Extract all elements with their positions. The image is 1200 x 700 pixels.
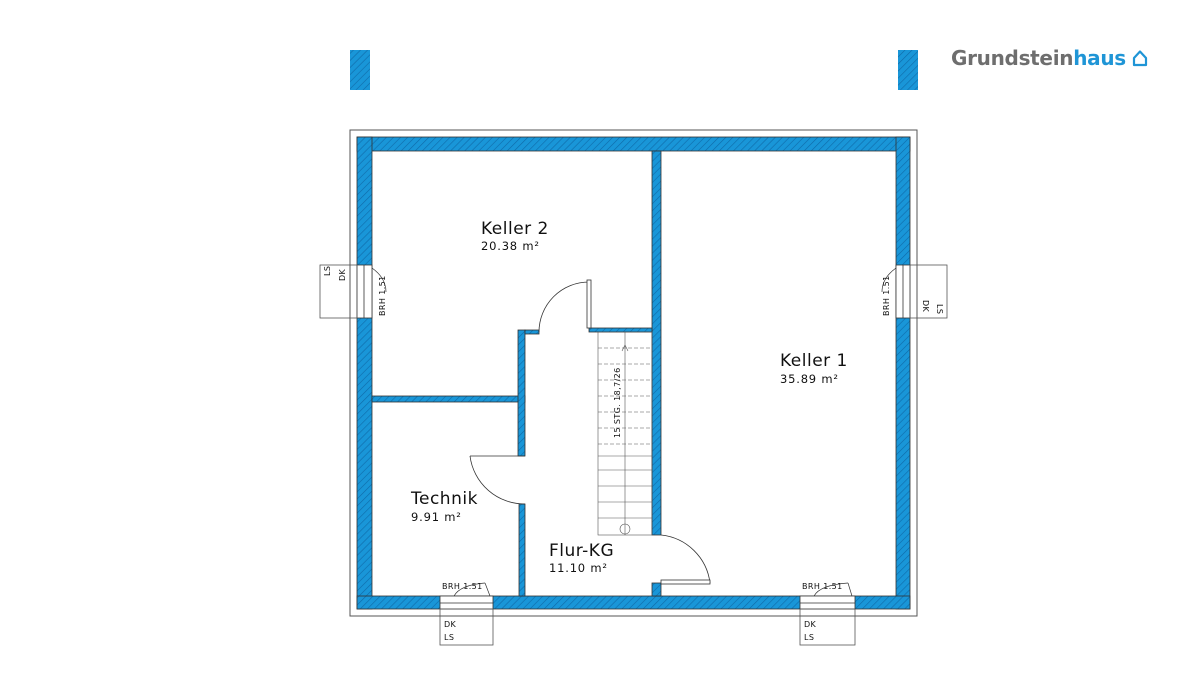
outer-outline [349, 129, 918, 617]
room-area-keller-1: 35.89 m² [780, 372, 839, 386]
window-openings [356, 264, 911, 610]
window-bottom-left-dk: DK [444, 620, 457, 629]
brand-name-part2: haus [1073, 46, 1126, 70]
brand-name-part1: Grundstein [951, 46, 1074, 70]
window-bottom-right-dk: DK [804, 620, 817, 629]
room-name-keller-2: Keller 2 [481, 219, 549, 239]
exterior-walls [356, 136, 911, 610]
window-left-ls: LS [323, 266, 332, 276]
window-left-dk: DK [338, 268, 347, 281]
corner-marker-right [898, 50, 918, 90]
room-name-flur-kg: Flur-KG [549, 541, 614, 561]
window-right-ls: LS [935, 304, 944, 314]
house-outline-icon [1132, 50, 1147, 67]
window-bottom-left-ls: LS [444, 633, 454, 642]
window-bottom-right-ls: LS [804, 633, 814, 642]
room-name-technik: Technik [410, 489, 478, 509]
light-wells [319, 264, 948, 646]
window-sash-arcs [371, 267, 897, 597]
room-area-flur-kg: 11.10 m² [549, 561, 608, 575]
room-name-keller-1: Keller 1 [780, 351, 848, 371]
window-right-brh: BRH 1.51 [882, 275, 891, 316]
stair-label: 15 STG. 18,7/26 [613, 367, 622, 438]
room-area-keller-2: 20.38 m² [481, 239, 540, 253]
doors [469, 279, 711, 585]
window-right-dk: DK [921, 300, 930, 313]
room-area-technik: 9.91 m² [411, 510, 462, 524]
brand-logo: Grundsteinhaus [951, 46, 1148, 70]
window-left-brh: BRH 1.51 [378, 275, 387, 316]
window-bottom-left-brh: BRH 1.51 [442, 582, 483, 591]
corner-marker-left [350, 50, 370, 90]
stair [597, 331, 653, 536]
interior-walls [371, 150, 662, 597]
window-bottom-right-brh: BRH 1.51 [802, 582, 843, 591]
